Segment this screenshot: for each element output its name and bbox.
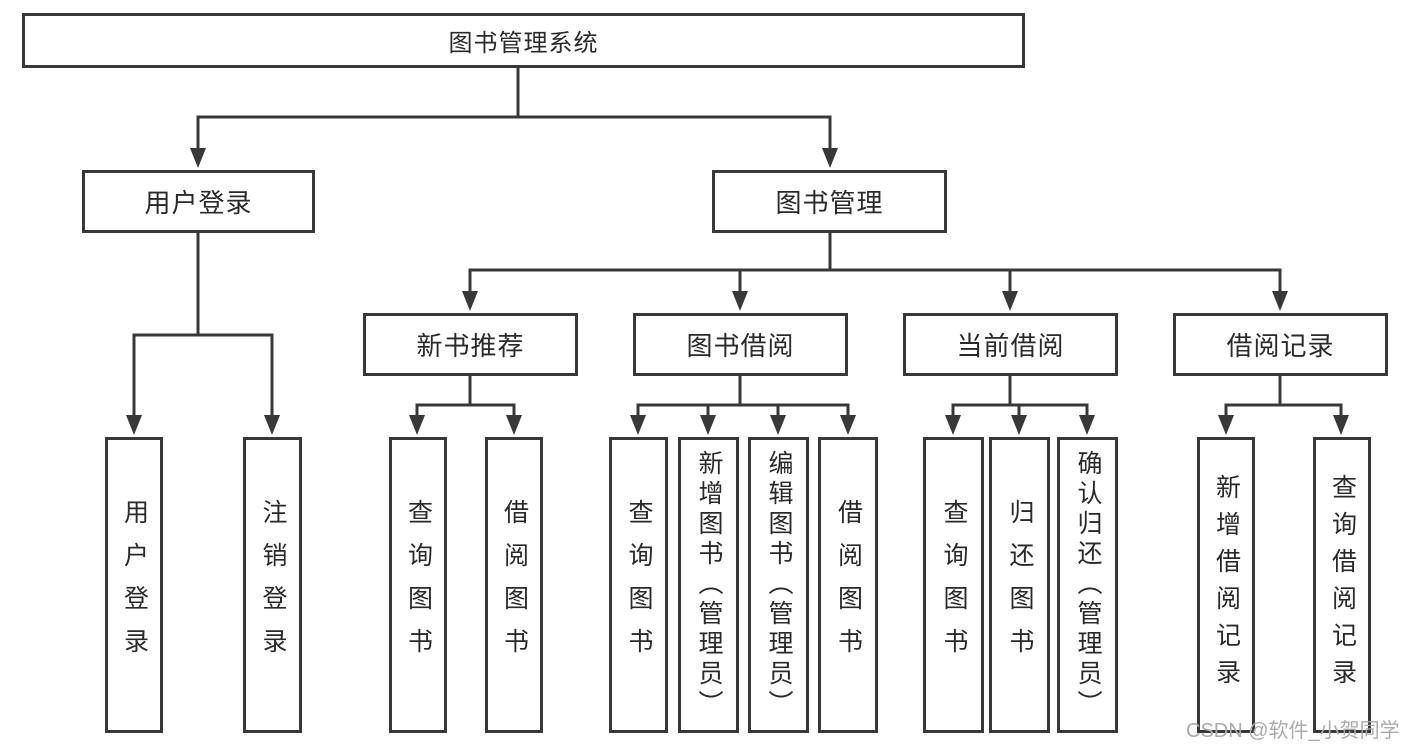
node-current-borrowing: 当前借阅 [903, 313, 1118, 376]
leaf-current-return-book: 归还图书 [989, 437, 1050, 733]
leaf-borrowing-edit-book-admin: 编辑图书（管理员） [748, 437, 809, 733]
leaf-records-add-record: 新增借阅记录 [1197, 437, 1255, 733]
leaf-newbook-query-book: 查询图书 [389, 437, 447, 733]
node-book-management-branch: 图书管理 [712, 170, 947, 233]
leaf-borrowing-add-book-admin: 新增图书（管理员） [678, 437, 739, 733]
leaf-label: 借阅图书 [834, 499, 863, 671]
leaf-newbook-borrow-book: 借阅图书 [485, 437, 543, 733]
leaf-label: 查询图书 [940, 499, 968, 671]
leaf-label: 借阅图书 [500, 499, 529, 671]
leaf-label: 注销登录 [259, 499, 287, 671]
leaf-label: 编辑图书（管理员） [765, 450, 793, 720]
leaf-label: 确认归还（管理员） [1074, 450, 1102, 720]
leaf-borrowing-borrow-book: 借阅图书 [818, 437, 878, 733]
leaf-borrowing-query-book: 查询图书 [609, 437, 668, 733]
leaf-records-query-record: 查询借阅记录 [1313, 437, 1371, 733]
csdn-watermark: CSDN @软件_小贺同学 [1186, 720, 1400, 742]
node-new-book-recommend: 新书推荐 [363, 313, 578, 376]
leaf-label: 归还图书 [1006, 499, 1034, 671]
leaf-label: 新增借阅记录 [1212, 474, 1241, 696]
leaf-label: 查询图书 [625, 499, 653, 671]
node-library-management-system: 图书管理系统 [22, 13, 1025, 68]
leaf-current-query-book: 查询图书 [923, 437, 984, 733]
leaf-logout: 注销登录 [243, 437, 302, 733]
leaf-label: 查询借阅记录 [1328, 474, 1357, 696]
leaf-user-login: 用户登录 [105, 437, 163, 733]
leaf-current-confirm-return-admin: 确认归还（管理员） [1057, 437, 1118, 733]
leaf-label: 查询图书 [404, 499, 433, 671]
node-book-borrowing: 图书借阅 [633, 313, 848, 376]
node-user-login-branch: 用户登录 [82, 170, 315, 233]
leaf-label: 新增图书（管理员） [695, 450, 723, 720]
node-borrowing-records: 借阅记录 [1173, 313, 1388, 376]
leaf-label: 用户登录 [120, 499, 149, 671]
